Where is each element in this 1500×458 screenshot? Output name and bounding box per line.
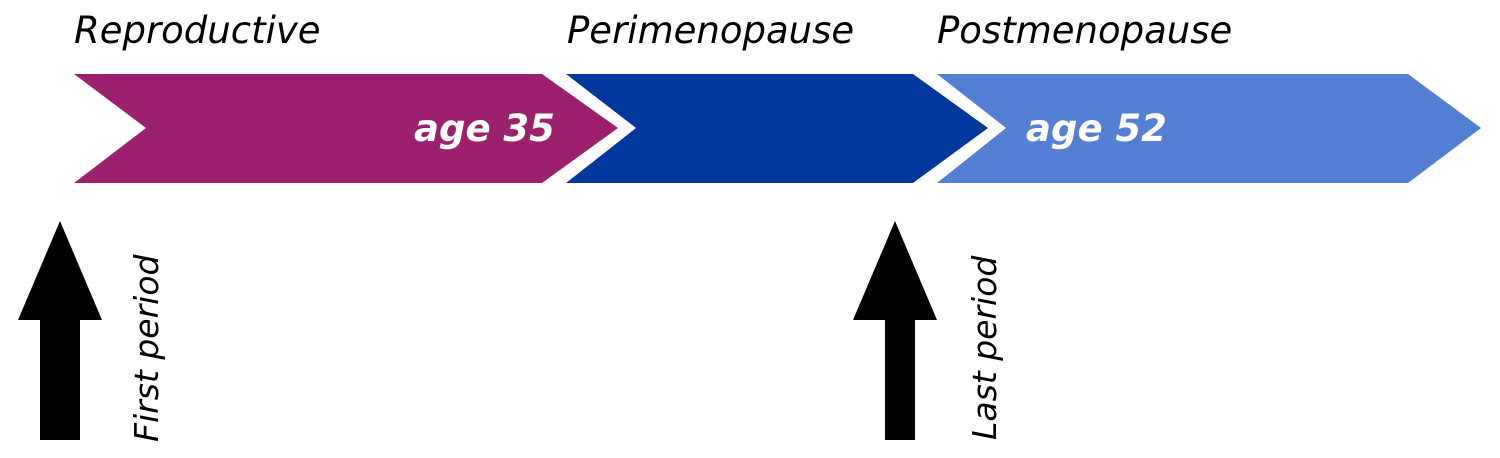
stage-chevron-reproductive [74, 74, 618, 183]
event-label-last-period: Last period [965, 255, 1004, 440]
stage-title-reproductive: Reproductive [74, 9, 321, 52]
age-label-perimenopause-start: age 35 [414, 107, 555, 150]
arrow-up-icon [18, 221, 102, 440]
stage-title-perimenopause: Perimenopause [567, 9, 855, 52]
event-label-first-period: First period [127, 254, 166, 442]
stage-chevron-perimenopause [566, 74, 988, 183]
stage-chevron-postmenopause [937, 74, 1481, 183]
arrow-up-icon [853, 221, 937, 440]
stage-title-postmenopause: Postmenopause [937, 9, 1233, 52]
age-label-menopause: age 52 [1026, 107, 1167, 150]
